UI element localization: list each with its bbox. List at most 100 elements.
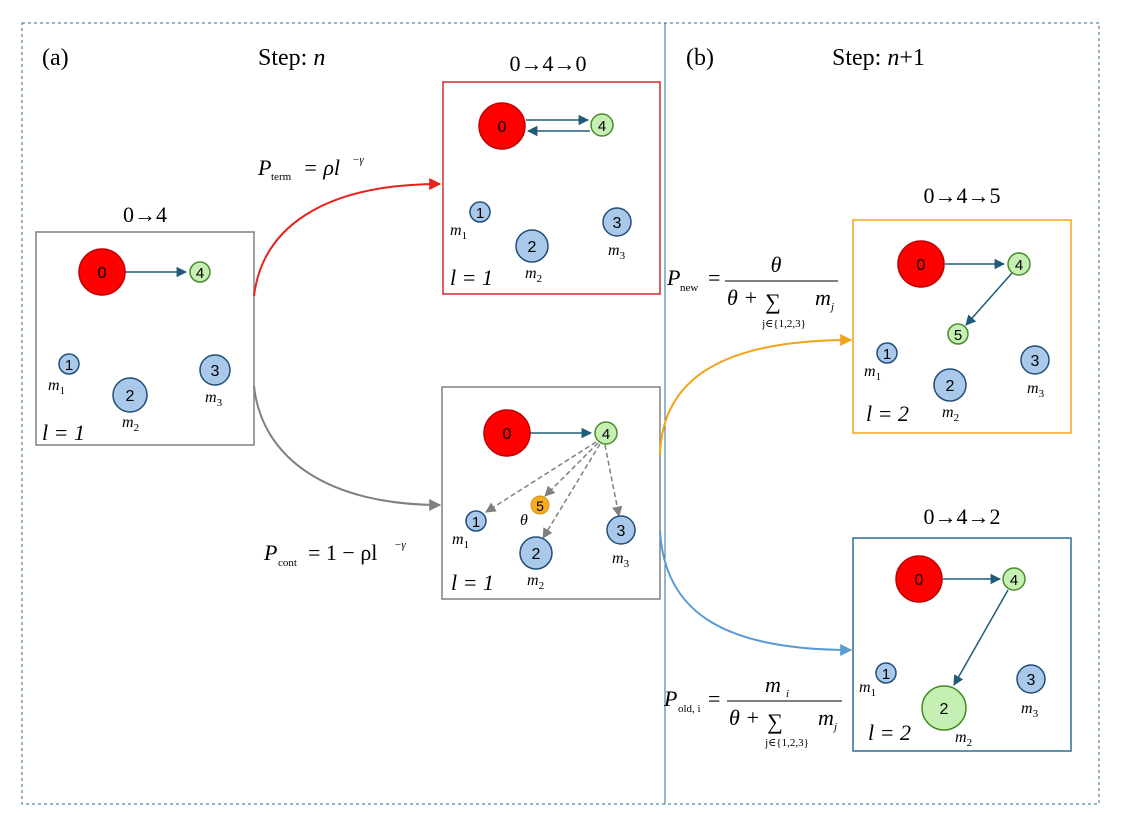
svg-text:2: 2 (126, 388, 135, 405)
mass-label-3: m3 (205, 389, 223, 409)
level-label: l = 1 (450, 265, 493, 290)
node-4: 4 (590, 113, 614, 137)
arrow-cont (253, 385, 442, 511)
svg-text:4: 4 (1015, 257, 1023, 274)
mass-label-3: m3 (608, 242, 626, 262)
mass-label-2: m2 (955, 729, 972, 749)
formula-cont: P cont = 1 − ρl −γ (263, 539, 406, 569)
svg-text:i: i (786, 688, 789, 700)
node-4: 4 (1002, 567, 1026, 591)
box-start: 0 4 1 2 3 m1 m2 m3 l = 1 (35, 231, 255, 446)
svg-text:=: = (708, 265, 720, 290)
svg-text:θ +: θ + (729, 705, 760, 730)
svg-text:4: 4 (196, 265, 204, 282)
level-label: l = 2 (868, 720, 911, 745)
svg-text:2: 2 (532, 546, 541, 563)
svg-text:P: P (257, 155, 271, 180)
svg-text:5: 5 (536, 498, 544, 514)
svg-text:j∈{1,2,3}: j∈{1,2,3} (764, 737, 809, 749)
panel-a-tag: (a) (42, 45, 69, 71)
svg-text:3: 3 (211, 363, 220, 380)
svg-text:1: 1 (882, 666, 890, 683)
svg-text:P: P (666, 265, 680, 290)
panel-a-step: Step: n (258, 45, 325, 71)
node-0: 0 (897, 240, 945, 288)
svg-text:−γ: −γ (394, 539, 406, 551)
svg-text:= 1 − ρl: = 1 − ρl (308, 540, 377, 565)
svg-text:0: 0 (503, 426, 512, 443)
box-old: 0 4 2 1 3 m1 m2 m3 l = 2 (852, 537, 1072, 752)
svg-text:2: 2 (946, 378, 955, 395)
node-3: 3 (606, 515, 636, 545)
svg-text:= ρl: = ρl (303, 155, 340, 180)
svg-text:∑: ∑ (765, 289, 781, 314)
svg-text:4: 4 (598, 118, 606, 135)
node-5-candidate: 5 (530, 495, 550, 515)
svg-text:3: 3 (1031, 353, 1040, 370)
node-4: 4 (189, 261, 211, 283)
mass-label-2: m2 (525, 265, 542, 285)
box-new: 0 4 5 1 2 3 m1 m2 m3 l = 2 (852, 219, 1072, 434)
node-2: 2 (112, 377, 148, 413)
node-1: 1 (876, 342, 898, 364)
svg-text:=: = (708, 686, 720, 711)
svg-text:5: 5 (954, 327, 962, 344)
node-0: 0 (895, 555, 943, 603)
svg-text:old, i: old, i (678, 703, 701, 715)
node-4: 4 (1007, 252, 1031, 276)
path-title-start: 0→4 (123, 202, 167, 227)
svg-text:j: j (832, 721, 837, 733)
svg-text:θ: θ (771, 252, 782, 277)
svg-text:0: 0 (498, 119, 507, 136)
path-title-old: 0→4→2 (924, 504, 1001, 529)
svg-text:j: j (829, 301, 834, 313)
svg-text:0: 0 (915, 572, 924, 589)
node-0: 0 (483, 409, 531, 457)
svg-text:j∈{1,2,3}: j∈{1,2,3} (761, 318, 806, 330)
formula-old: P old, i = m i θ + ∑ m j j∈{1,2,3} (663, 672, 842, 749)
mass-label-3: m3 (1027, 380, 1045, 400)
node-1: 1 (58, 353, 80, 375)
svg-text:−γ: −γ (352, 154, 364, 166)
formula-term: P term = ρl −γ (257, 154, 364, 183)
svg-text:1: 1 (472, 514, 480, 531)
node-3: 3 (1016, 664, 1046, 694)
svg-text:term: term (271, 171, 292, 183)
svg-text:0: 0 (917, 257, 926, 274)
panel-b-tag: (b) (686, 45, 714, 71)
svg-text:3: 3 (613, 215, 622, 232)
node-1: 1 (875, 662, 897, 684)
path-title-new: 0→4→5 (924, 183, 1001, 208)
formula-new: P new = θ θ + ∑ m j j∈{1,2,3} (666, 252, 838, 330)
arrow-new (659, 334, 853, 456)
panel-b-step: Step: n+1 (832, 45, 925, 71)
svg-text:3: 3 (617, 523, 626, 540)
node-2: 2 (933, 368, 967, 402)
svg-text:2: 2 (940, 701, 949, 718)
svg-text:P: P (663, 686, 677, 711)
node-3: 3 (602, 207, 632, 237)
svg-text:∑: ∑ (767, 709, 783, 734)
node-2: 2 (519, 536, 553, 570)
node-2: 2 (921, 685, 967, 731)
svg-text:4: 4 (1010, 572, 1018, 589)
mass-label-1: m1 (452, 531, 469, 551)
mass-label-1: m1 (859, 679, 876, 699)
node-0: 0 (478, 102, 526, 150)
svg-text:m: m (765, 672, 781, 697)
mass-label-2: m2 (122, 414, 139, 434)
path-title-term: 0→4→0 (510, 51, 587, 76)
mass-label-3: m3 (612, 550, 630, 570)
outer-frame (21, 22, 1100, 805)
svg-text:m: m (815, 285, 831, 310)
node-2: 2 (515, 229, 549, 263)
node-1: 1 (469, 201, 491, 223)
node-1: 1 (465, 510, 487, 532)
svg-text:m: m (818, 705, 834, 730)
node-3: 3 (199, 354, 231, 386)
level-label: l = 1 (451, 570, 494, 595)
box-term: 0 4 1 2 3 m1 m2 m3 l = 1 (442, 81, 661, 295)
node-4: 4 (594, 421, 618, 445)
svg-text:2: 2 (528, 239, 537, 256)
